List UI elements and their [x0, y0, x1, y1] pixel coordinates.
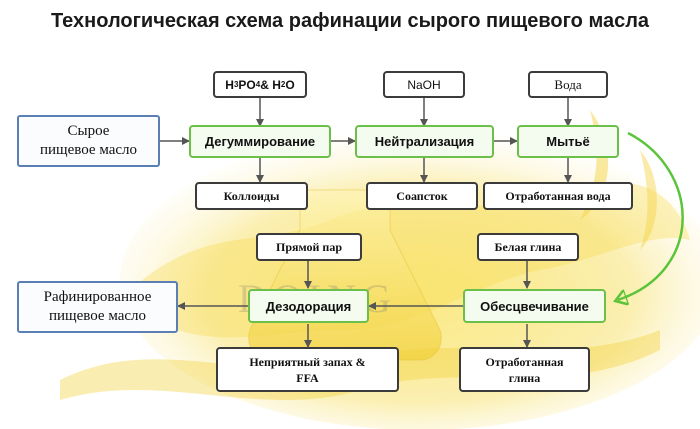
process-washing: Мытьё [517, 125, 619, 158]
curved-arrow-wash-to-bleach [618, 131, 684, 300]
input-naoh: NaOH [383, 71, 465, 98]
diagram-title: Технологическая схема рафинации сырого п… [50, 10, 650, 32]
source-raw-oil: Сырое пищевое масло [17, 115, 160, 167]
output-wastewater: Отработанная вода [483, 182, 633, 210]
input-bleaching-clay: Белая глина [477, 233, 579, 261]
odor-line1: Неприятный запах & [249, 354, 366, 369]
connectors [160, 98, 572, 348]
spentclay-line1: Отработанная [485, 354, 564, 369]
source-line2: пищевое масло [39, 142, 138, 158]
output-soapstock: Соапсток [366, 182, 478, 210]
process-degumming: Дегуммирование [189, 125, 331, 158]
odor-line2: FFA [296, 370, 319, 385]
output-colloids: Коллоиды [195, 182, 308, 210]
input-water: Вода [528, 71, 608, 98]
process-deodorization: Дезодорация [248, 289, 369, 323]
process-bleaching: Обесцвечивание [463, 289, 606, 323]
input-direct-steam: Прямой пар [256, 233, 362, 261]
product-line2: пищевое масло [48, 308, 147, 324]
product-refined-oil: Рафинированное пищевое масло [17, 281, 178, 333]
product-line1: Рафинированное [43, 289, 152, 305]
output-odor-ffa: Неприятный запах & FFA [216, 347, 399, 392]
process-neutralization: Нейтрализация [355, 125, 494, 158]
output-spent-clay: Отработанная глина [459, 347, 590, 392]
spentclay-line2: глина [508, 370, 541, 385]
source-line1: Сырое [67, 123, 110, 139]
